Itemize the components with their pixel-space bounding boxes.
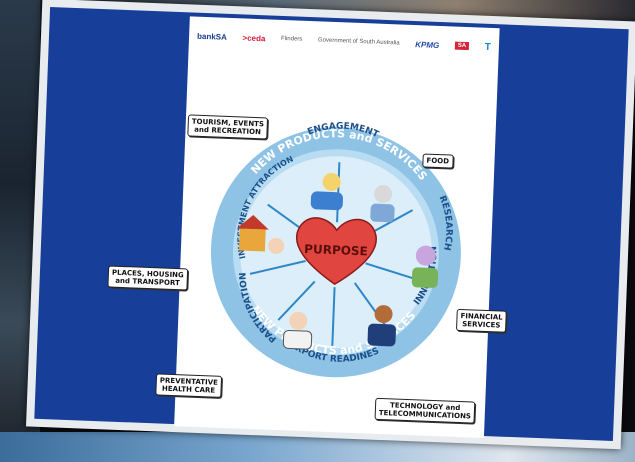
figure-health — [282, 311, 313, 350]
figure-research — [411, 245, 439, 288]
tag-food: FOOD — [422, 153, 454, 169]
figure-engagement — [310, 172, 343, 211]
purpose-wheel-diagram: NEW PRODUCTS and SERVICES NEW PRODUCTS a… — [174, 16, 461, 378]
tag-places-housing-transport: PLACES, HOUSING and TRANSPORT — [107, 265, 188, 291]
purpose-heart — [295, 217, 377, 286]
tag-financial-services: FINANCIAL SERVICES — [455, 308, 507, 333]
tag-tourism-events-recreation: TOURISM, EVENTS and RECREATION — [187, 114, 269, 140]
photo-frame: bankSA >ceda Flinders Government of Sout… — [26, 0, 635, 450]
tag-preventative-health-care: PREVENTATIVE HEALTH CARE — [155, 373, 223, 398]
figure-housing — [236, 214, 285, 254]
figure-innovation — [367, 305, 396, 347]
poster: bankSA >ceda Flinders Government of Sout… — [107, 16, 507, 439]
tag-technology-telecommunications: TECHNOLOGY and TELECOMMUNICATIONS — [374, 397, 476, 424]
purpose-label: PURPOSE — [304, 242, 368, 258]
figure-food — [370, 184, 395, 223]
slide-background: bankSA >ceda Flinders Government of Sout… — [34, 7, 629, 441]
